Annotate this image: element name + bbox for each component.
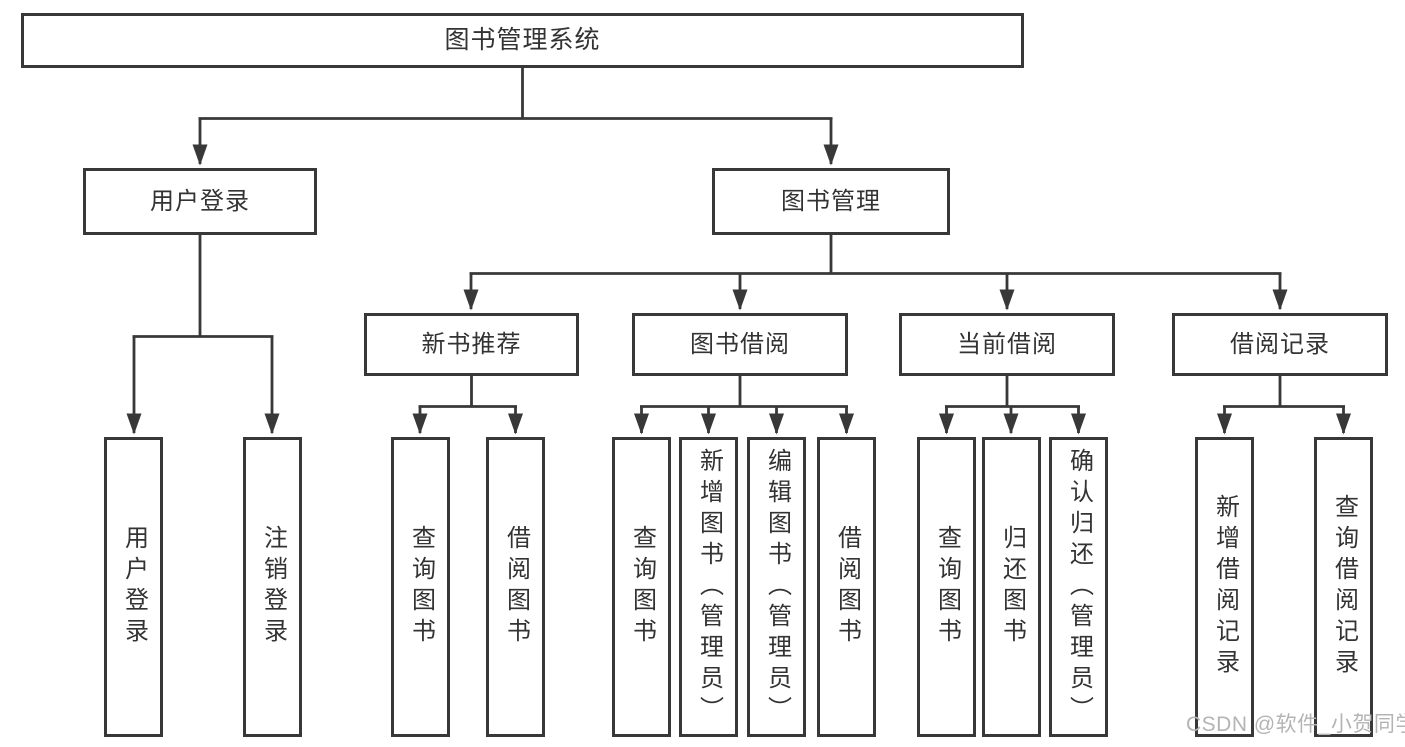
leaf-label: 查询图书 bbox=[933, 525, 961, 649]
watermark-text: CSDN @软件_小贺同学 bbox=[1186, 713, 1405, 736]
leaf-label: 编辑图书（管理员） bbox=[763, 447, 791, 727]
node-label: 当前借阅 bbox=[957, 330, 1057, 358]
leaf-query-borrow-record: 查询借阅记录 bbox=[1314, 437, 1373, 737]
leaf-label: 查询借阅记录 bbox=[1330, 494, 1358, 680]
node-borrowing-records: 借阅记录 bbox=[1172, 313, 1388, 376]
leaf-add-borrow-record: 新增借阅记录 bbox=[1195, 437, 1254, 737]
leaf-logout: 注销登录 bbox=[243, 437, 302, 737]
leaf-label: 新增借阅记录 bbox=[1211, 494, 1239, 680]
node-book-borrowing: 图书借阅 bbox=[632, 313, 848, 376]
leaf-label: 用户登录 bbox=[120, 525, 148, 649]
leaf-query-books-recommend: 查询图书 bbox=[391, 437, 450, 737]
leaf-return-books: 归还图书 bbox=[982, 437, 1041, 737]
node-label: 用户登录 bbox=[150, 187, 250, 215]
node-current-borrowing: 当前借阅 bbox=[899, 313, 1115, 376]
leaf-confirm-return-admin: 确认归还（管理员） bbox=[1049, 437, 1108, 737]
leaf-label: 注销登录 bbox=[259, 525, 287, 649]
node-book-management: 图书管理 bbox=[712, 168, 950, 235]
leaf-label: 查询图书 bbox=[407, 525, 435, 649]
leaf-label: 借阅图书 bbox=[502, 525, 530, 649]
leaf-add-books-admin: 新增图书（管理员） bbox=[679, 437, 738, 737]
node-label: 图书管理 bbox=[781, 187, 881, 215]
node-user-login: 用户登录 bbox=[83, 168, 317, 235]
node-label: 新书推荐 bbox=[421, 330, 522, 358]
leaf-label: 确认归还（管理员） bbox=[1065, 447, 1093, 727]
leaf-label: 归还图书 bbox=[998, 525, 1026, 649]
leaf-label: 查询图书 bbox=[628, 525, 656, 649]
leaf-label: 借阅图书 bbox=[833, 525, 861, 649]
leaf-user-login: 用户登录 bbox=[104, 437, 163, 737]
leaf-query-books-current: 查询图书 bbox=[917, 437, 976, 737]
node-root-library-system: 图书管理系统 bbox=[21, 13, 1024, 68]
leaf-edit-books-admin: 编辑图书（管理员） bbox=[747, 437, 806, 737]
node-label: 图书管理系统 bbox=[444, 26, 601, 54]
node-new-book-recommendation: 新书推荐 bbox=[364, 313, 579, 376]
leaf-borrow-books: 借阅图书 bbox=[817, 437, 876, 737]
node-label: 借阅记录 bbox=[1230, 330, 1330, 358]
leaf-query-books-borrowing: 查询图书 bbox=[612, 437, 671, 737]
leaf-borrow-books-recommend: 借阅图书 bbox=[486, 437, 545, 737]
node-label: 图书借阅 bbox=[690, 330, 790, 358]
leaf-label: 新增图书（管理员） bbox=[695, 447, 723, 727]
